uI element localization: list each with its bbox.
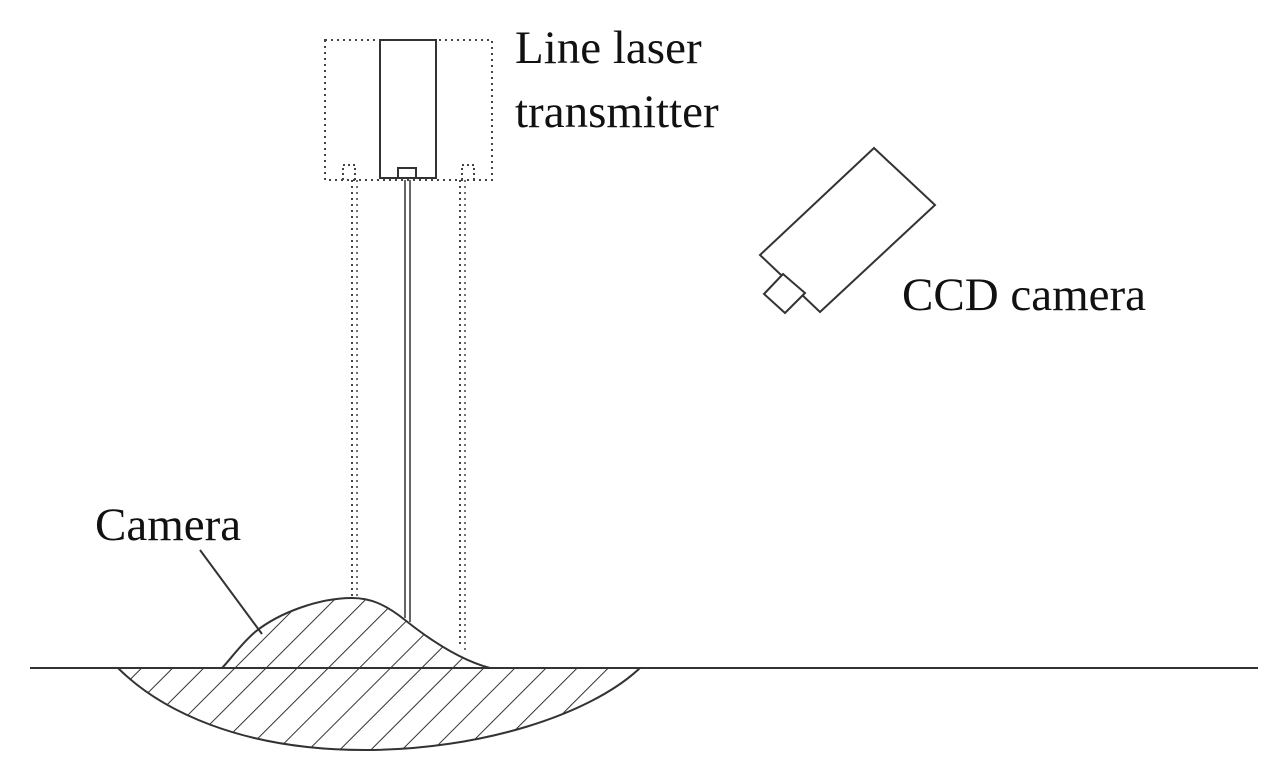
transmitter-label-line1: Line laser	[515, 22, 702, 74]
ccd-camera-lens	[762, 272, 807, 315]
hatched-region	[115, 596, 643, 752]
ccd-camera-label: CCD camera	[902, 269, 1147, 321]
transmitter-dotted-notches	[342, 164, 475, 180]
bump-leader-line	[199, 549, 263, 635]
laser-emitter	[397, 167, 417, 179]
ccd-camera-body	[758, 146, 937, 314]
transmitter-outer-dotted-box	[324, 39, 493, 181]
bump-label: Camera	[95, 499, 242, 551]
transmitter-label-line2: transmitter	[515, 86, 719, 138]
transmitter-body	[379, 39, 437, 179]
